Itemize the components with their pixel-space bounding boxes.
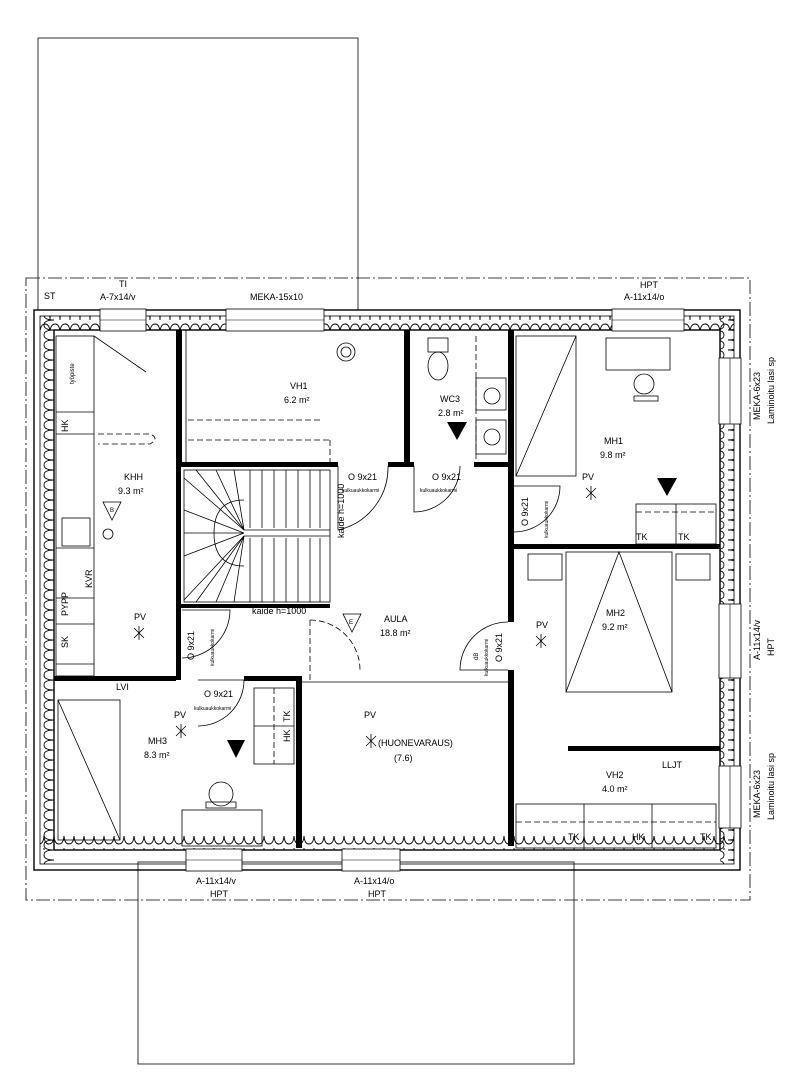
label-tk-vh2-b: TK — [700, 832, 712, 842]
door-kulku-2: kulkuaukkokarmi — [420, 488, 457, 494]
symbol-b-mh3: B — [233, 746, 237, 752]
room-mh2-area: 9.2 m² — [602, 622, 628, 632]
room-aula-area: 18.8 m² — [380, 628, 411, 638]
roof-outline-top — [37, 37, 359, 311]
label-tk-mh1-a: TK — [636, 532, 648, 542]
room-khh-area: 9.3 m² — [118, 486, 144, 496]
room-vh1-name: VH1 — [290, 381, 308, 391]
door-label-4: O 9x21 — [186, 631, 196, 660]
label-hpt-top: HPT — [640, 280, 659, 290]
pv-markers — [133, 486, 597, 748]
label-window-top-left: A-7x14/v — [100, 292, 136, 302]
staircase — [183, 469, 331, 603]
pv-label-mh1: PV — [582, 472, 594, 482]
door-label-1: O 9x21 — [348, 472, 377, 482]
label-window-right-3a: MEKA-6x23 — [752, 770, 762, 818]
label-window-right-2b: HPT — [766, 637, 776, 656]
label-hpt-bottom-left: HPT — [210, 889, 229, 899]
door-kulku-6: kulkuaukkokarmi — [194, 706, 231, 712]
room-mh3-area: 8.3 m² — [144, 750, 170, 760]
roof-outline-bottom — [137, 861, 575, 1065]
symbol-b-khh: B — [110, 508, 114, 514]
room-mh3-name: MH3 — [148, 736, 167, 746]
windows — [99, 308, 742, 872]
door-label-2: O 9x21 — [432, 472, 461, 482]
exterior-wall — [33, 309, 741, 871]
label-hk-mh3: HK — [282, 729, 292, 742]
symbol-b-wc3: B — [454, 428, 458, 434]
door-label-5: O 9x21 — [494, 633, 504, 662]
door-label-6: O 9x21 — [204, 689, 233, 699]
door-kulku-5: kulkuaukkokarmi — [484, 639, 490, 676]
label-lvi: LVI — [116, 682, 129, 692]
pv-label-khh: PV — [134, 612, 146, 622]
room-huonevaraus-area: (7.6) — [394, 753, 413, 763]
eaves-line — [25, 277, 751, 901]
room-huonevaraus-name: (HUONEVARAUS) — [378, 738, 453, 748]
pv-label-mh3: PV — [174, 710, 186, 720]
label-tyopiste: työpiste — [70, 363, 76, 384]
label-window-top-mid: MEKA-15x10 — [250, 292, 303, 302]
label-window-right-3b: Laminoitu lasi sp — [766, 753, 776, 820]
label-window-bottom-mid: A-11x14/o — [354, 876, 394, 886]
room-aula-name: AULA — [384, 614, 408, 624]
label-kvr: KVR — [84, 569, 94, 588]
interior-walls — [54, 330, 720, 848]
symbol-e-aula: E — [349, 620, 353, 626]
label-kaide-horizontal: kaide h=1000 — [252, 606, 306, 616]
symbol-b-mh1: B — [664, 484, 668, 490]
label-st: ST — [44, 291, 56, 301]
door-kulku-4: kulkuaukkokarmi — [210, 629, 216, 666]
label-pypp: PYPP — [60, 592, 70, 616]
room-mh1-area: 9.8 m² — [600, 450, 626, 460]
room-wc3-area: 2.8 m² — [438, 408, 464, 418]
door-swings — [181, 465, 561, 727]
label-tk-vh2-a: TK — [568, 832, 580, 842]
pv-label-aula: PV — [364, 710, 376, 720]
label-kaide-vertical: kaide h=1000 — [336, 484, 346, 538]
room-mh2-name: MH2 — [606, 608, 625, 618]
label-window-top-right: A-11x14/o — [624, 292, 664, 302]
label-window-right-2a: A-11x14/v — [752, 620, 762, 660]
label-window-bottom-left: A-11x14/v — [196, 876, 236, 886]
furniture — [55, 335, 717, 849]
label-hk-khh: HK — [60, 419, 70, 432]
label-db: dB — [474, 653, 480, 660]
room-mh1-name: MH1 — [604, 436, 623, 446]
label-window-right-1a: MEKA-6x23 — [752, 372, 762, 420]
door-kulku-1: kulkuaukkokarmi — [342, 488, 379, 494]
door-kulku-3: kulkuaukkokarmi — [544, 501, 550, 538]
room-vh2-name: VH2 — [606, 770, 624, 780]
pv-label-mh2: PV — [536, 620, 548, 630]
room-khh-name: KHH — [124, 472, 143, 482]
symbols — [102, 422, 677, 758]
label-window-right-1b: Laminoitu lasi sp — [766, 357, 776, 424]
room-vh2-area: 4.0 m² — [602, 784, 628, 794]
room-vh1-area: 6.2 m² — [284, 395, 310, 405]
label-ti: TI — [119, 279, 127, 289]
label-tk-mh1-b: TK — [678, 532, 690, 542]
label-hpt-bottom-mid: HPT — [368, 889, 387, 899]
label-lljt: LLJT — [662, 760, 683, 770]
label-sk: SK — [60, 636, 70, 648]
label-tk-mh3: TK — [282, 710, 292, 722]
room-wc3-name: WC3 — [440, 394, 460, 404]
label-hk-vh2: HK — [632, 832, 645, 842]
door-label-3: O 9x21 — [520, 497, 530, 526]
